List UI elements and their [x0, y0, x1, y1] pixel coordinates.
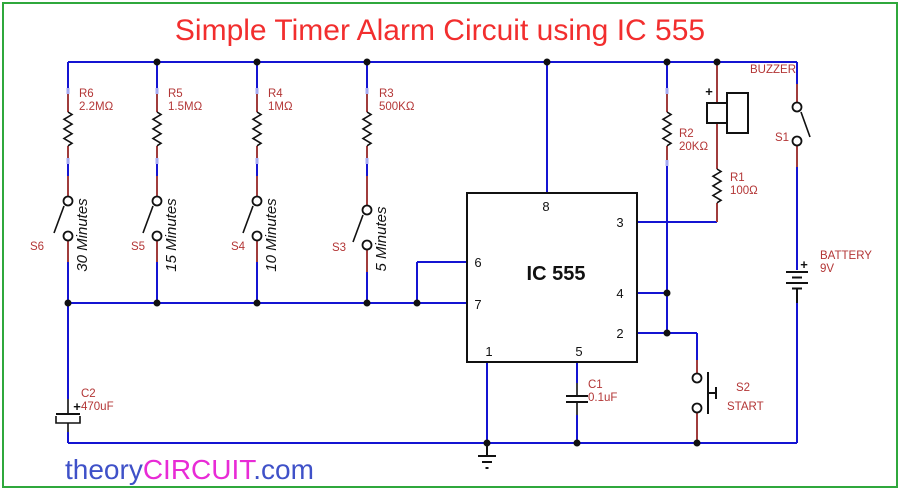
- c1-value: 0.1uF: [588, 392, 617, 404]
- s1-name: S1: [775, 132, 789, 144]
- switch-s3: [352, 204, 373, 251]
- s5-time-label: 15 Minutes: [163, 198, 180, 272]
- c1-name: C1: [588, 379, 603, 391]
- ic-pin-7: 7: [474, 297, 481, 312]
- s2-start-label: START: [727, 401, 764, 413]
- watermark-dotcom: .com: [253, 454, 314, 485]
- wires: [66, 61, 798, 444]
- component-labels: R6 2.2MΩ R5 1.5MΩ R4 1MΩ R3 500KΩ R2 20K…: [30, 64, 872, 413]
- capacitor-c1: [566, 383, 588, 415]
- s3-time-label: 5 Minutes: [373, 206, 390, 272]
- ic-label: IC 555: [527, 263, 586, 285]
- r5-value: 1.5MΩ: [168, 101, 203, 113]
- timing-labels: 30 Minutes 15 Minutes 10 Minutes 5 Minut…: [74, 198, 390, 272]
- r4-name: R4: [268, 88, 283, 100]
- r6-value: 2.2MΩ: [79, 101, 114, 113]
- r6-name: R6: [79, 88, 94, 100]
- buzzer-label: BUZZER: [750, 64, 796, 76]
- battery-symbol: [786, 271, 808, 303]
- s6-name: S6: [30, 241, 44, 253]
- resistor-r2: [661, 111, 673, 147]
- wire-lead-segments: [67, 63, 798, 443]
- c2-name: C2: [81, 388, 96, 400]
- r5-name: R5: [168, 88, 183, 100]
- page-border: [2, 2, 898, 488]
- page-title: Simple Timer Alarm Circuit using IC 555: [175, 14, 705, 47]
- buzzer-symbol: [706, 92, 749, 134]
- ic-pin-2: 2: [616, 326, 623, 341]
- watermark-circuit: CIRCUIT: [143, 454, 256, 485]
- watermark-theory: theory: [65, 454, 143, 485]
- ic-555: IC 555 8 3 6 7 4 2 1 5: [466, 192, 638, 363]
- switch-s4: [242, 195, 263, 242]
- switch-s6: [53, 195, 74, 242]
- c2-plus-sign: +: [73, 399, 81, 414]
- capacitor-c2: [55, 399, 81, 432]
- buzzer-plus-sign: +: [705, 84, 713, 99]
- r1-name: R1: [730, 172, 745, 184]
- resistor-r4: [251, 111, 263, 147]
- switch-s5: [142, 195, 163, 242]
- s3-name: S3: [332, 242, 346, 254]
- ic-body: [466, 192, 638, 363]
- battery-value: 9V: [820, 263, 834, 275]
- ic-pin-6: 6: [474, 255, 481, 270]
- r4-value: 1MΩ: [268, 101, 293, 113]
- r3-value: 500KΩ: [379, 101, 415, 113]
- c2-value: 470uF: [81, 401, 114, 413]
- pushbutton-s2: [691, 372, 717, 414]
- ic-pin-1: 1: [485, 344, 492, 359]
- s5-name: S5: [131, 241, 145, 253]
- r3-name: R3: [379, 88, 394, 100]
- s4-name: S4: [231, 241, 246, 253]
- ic-pin-5: 5: [575, 344, 582, 359]
- s6-time-label: 30 Minutes: [74, 198, 91, 272]
- r2-value: 20KΩ: [679, 141, 708, 153]
- ground-symbol: [478, 443, 496, 469]
- r1-value: 100Ω: [730, 185, 758, 197]
- pin-ticks: [66, 88, 669, 166]
- battery-plus-sign: +: [800, 257, 808, 272]
- battery-label: BATTERY: [820, 250, 872, 262]
- ic-pin-8: 8: [542, 199, 549, 214]
- junction-dots: [64, 58, 721, 447]
- s2-name: S2: [736, 382, 750, 394]
- ic-pin-4: 4: [616, 286, 623, 301]
- resistor-r5: [151, 111, 163, 147]
- resistor-r3: [361, 111, 373, 147]
- s4-time-label: 10 Minutes: [263, 198, 280, 272]
- resistor-r1: [711, 168, 723, 204]
- ic-pin-3: 3: [616, 215, 623, 230]
- resistor-r6: [62, 111, 74, 147]
- watermark: theoryCIRCUIT.com: [65, 454, 314, 485]
- switch-s1: [791, 101, 811, 147]
- r2-name: R2: [679, 128, 694, 140]
